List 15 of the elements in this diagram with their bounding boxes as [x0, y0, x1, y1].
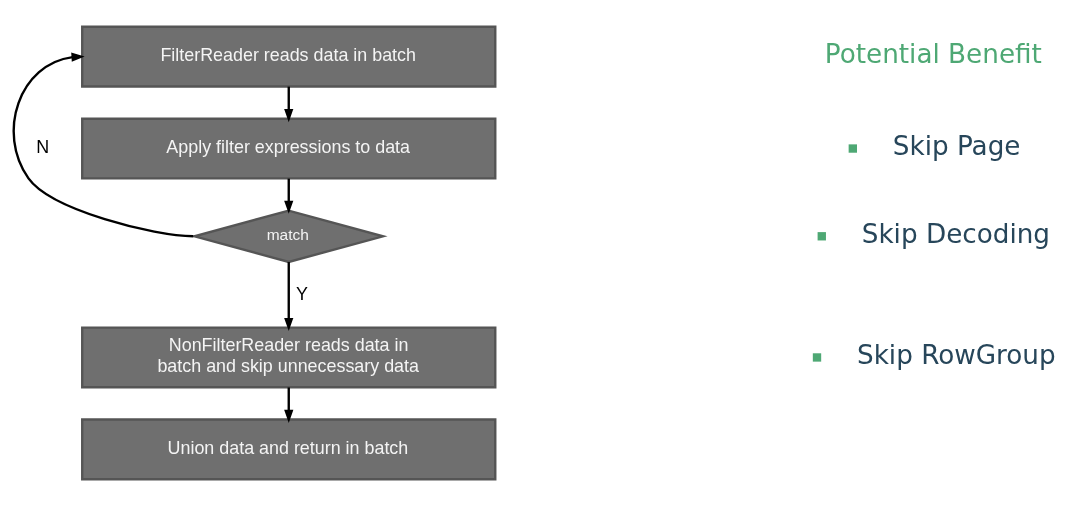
node-box: NonFilterReader reads data in batch and skip unnecessary data [81, 325, 497, 388]
label: Skip Page [892, 130, 1021, 161]
arrow [284, 86, 294, 122]
arrow [284, 261, 294, 331]
label: Skip Decoding [861, 218, 1051, 249]
edge-label: Y [295, 283, 308, 304]
node-box: Apply filter expressions to data [81, 117, 497, 180]
arrow [12, 52, 194, 237]
arrow [284, 178, 294, 214]
edge-label: N [36, 136, 50, 157]
node-box: Union data and return in batch [81, 417, 497, 480]
arrow [284, 386, 294, 423]
label: Skip RowGroup [857, 339, 1056, 370]
label: Potential Benefit [824, 38, 1042, 69]
node-box: FilterReader reads data in batch [81, 25, 497, 88]
